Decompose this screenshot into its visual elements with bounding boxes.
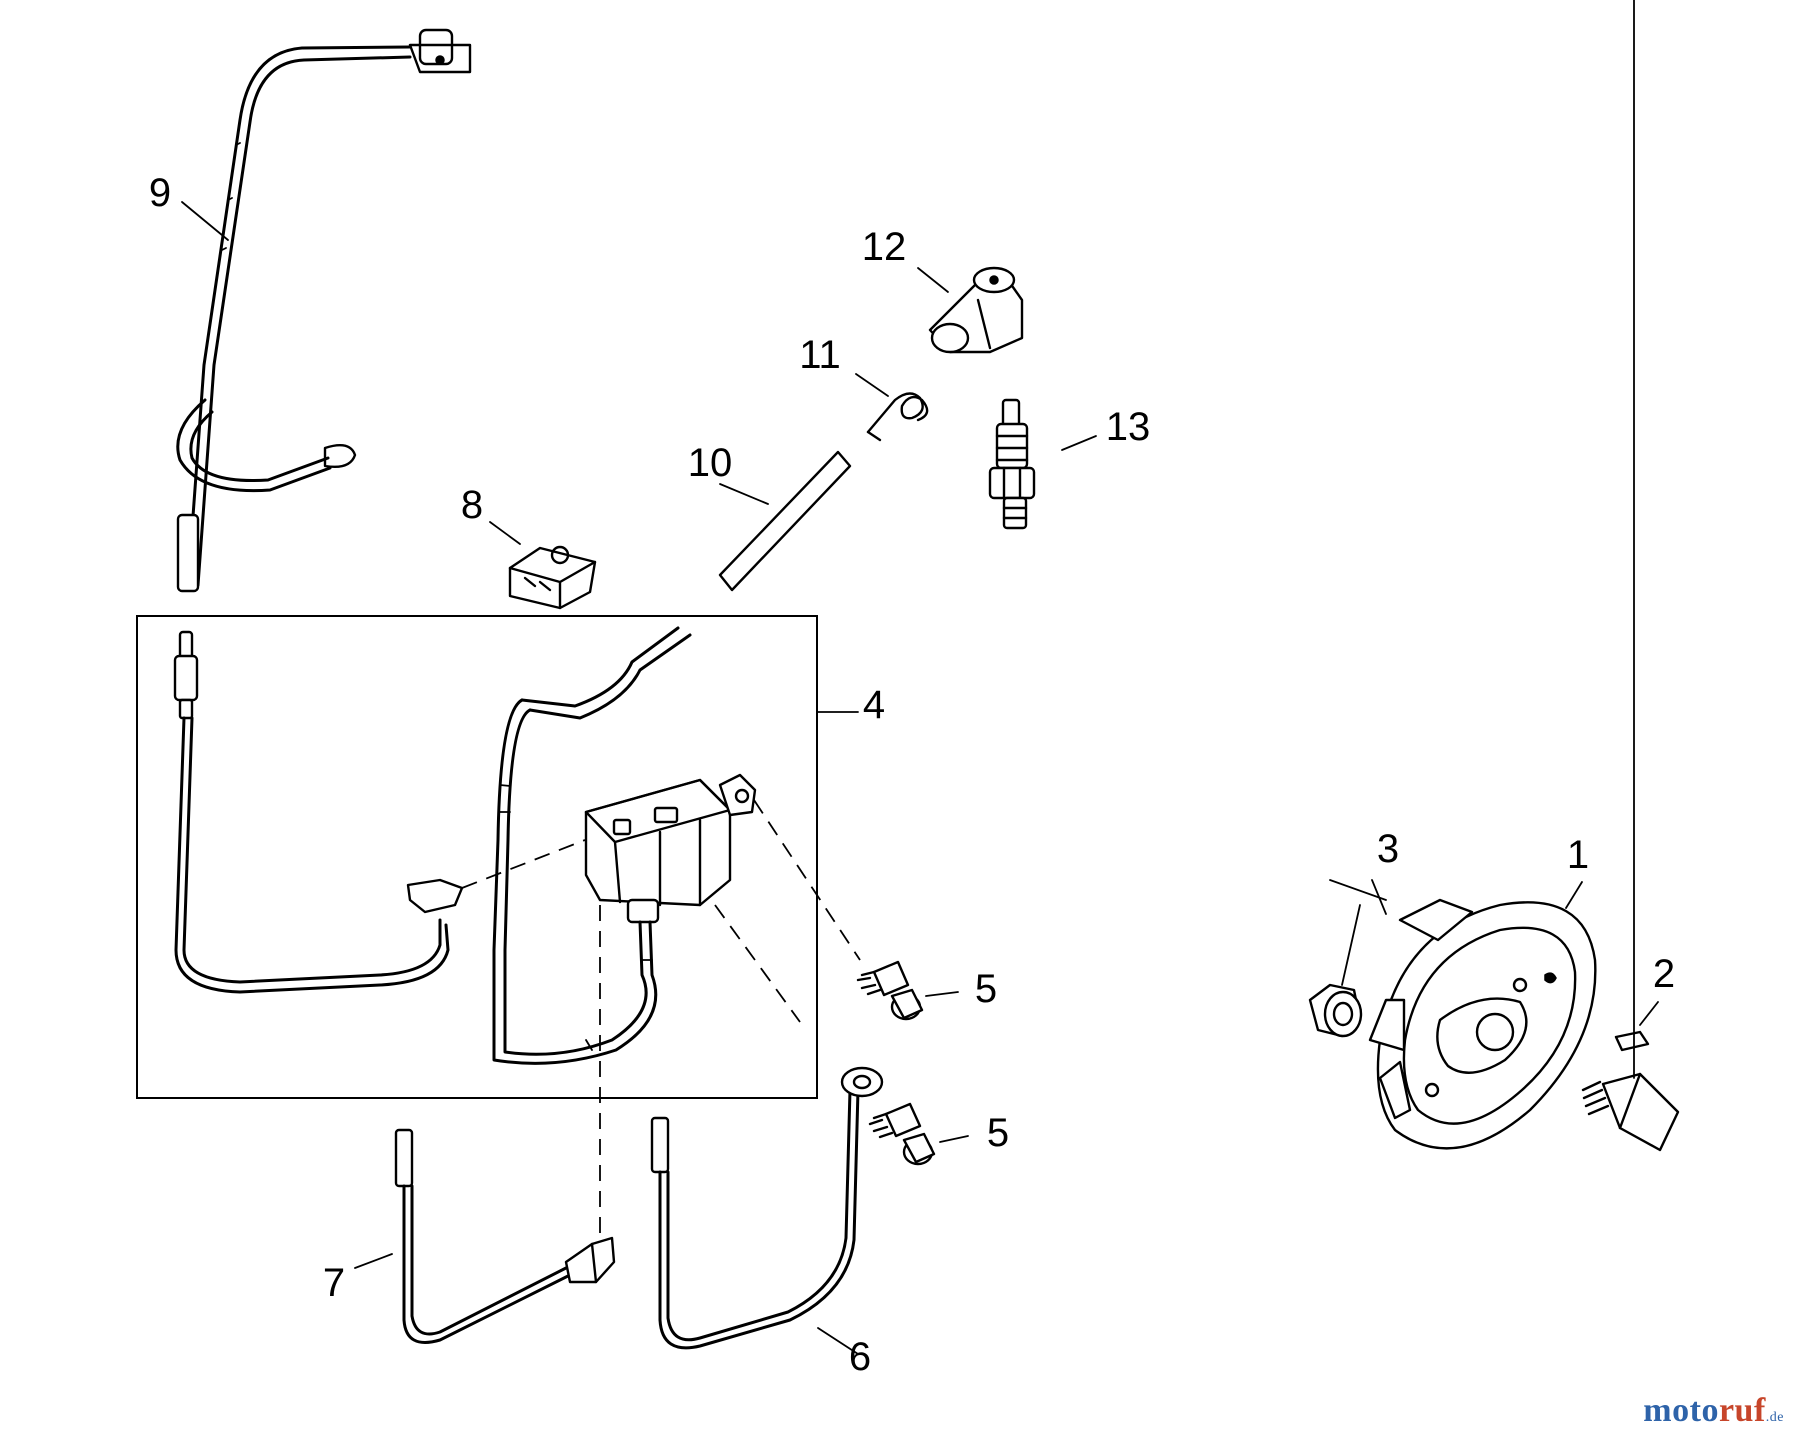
part-7-switch-wire	[394, 1128, 616, 1344]
part-12-plug-boot	[928, 266, 1024, 354]
motoruf-watermark: motoruf.de	[1643, 1392, 1784, 1430]
callout-3: 3	[1377, 827, 1399, 871]
part-3-nut	[1308, 983, 1363, 1038]
callout-labels: 1 2 3 4 5 5 6 7 8 9 10 11 12 13	[149, 171, 1675, 1379]
callout-5-upper: 5	[975, 967, 997, 1011]
part-13-spark-plug	[988, 398, 1036, 530]
part-6-ground-wire	[650, 1066, 884, 1350]
callout-1: 1	[1567, 833, 1589, 877]
callout-2: 2	[1653, 952, 1675, 996]
part-10-strip	[718, 450, 852, 592]
watermark-part-3: .de	[1765, 1410, 1784, 1425]
callout-7: 7	[323, 1261, 345, 1305]
part-4-ignition-coil-assembly	[136, 615, 861, 1240]
crankshaft	[1581, 1072, 1680, 1152]
part-5-screw-upper	[856, 960, 924, 1021]
callout-9: 9	[149, 171, 171, 215]
callout-12: 12	[862, 225, 907, 269]
leader-lines	[181, 0, 1659, 1355]
callout-5-lower: 5	[987, 1111, 1009, 1155]
part-11-spring	[866, 392, 929, 442]
part-1-flywheel	[1368, 898, 1597, 1150]
watermark-part-1: moto	[1643, 1392, 1719, 1429]
part-2-key	[1614, 1030, 1650, 1052]
callout-8: 8	[461, 483, 483, 527]
callout-10: 10	[688, 441, 733, 485]
callout-6: 6	[849, 1335, 871, 1379]
part-9-harness	[176, 28, 472, 593]
part-8-block	[508, 545, 597, 610]
callout-4: 4	[863, 683, 885, 727]
callout-13: 13	[1106, 405, 1151, 449]
watermark-part-2: ruf	[1718, 1392, 1766, 1429]
part-5-screw-lower	[868, 1102, 936, 1166]
callout-11: 11	[799, 333, 841, 377]
